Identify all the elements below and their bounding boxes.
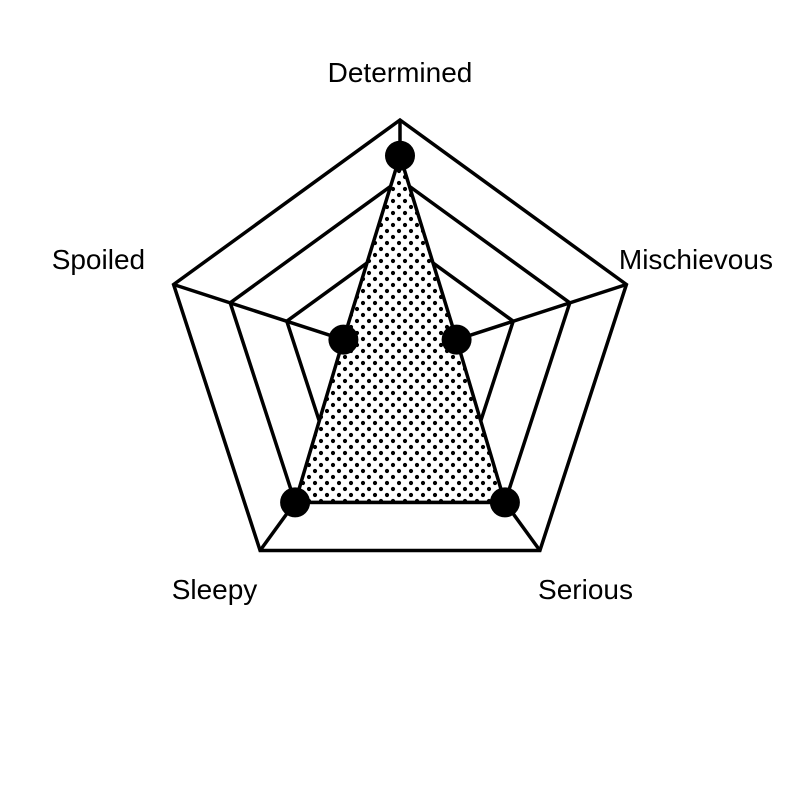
marker-determined — [385, 140, 415, 171]
marker-sleepy — [280, 487, 311, 518]
axis-label-serious: Serious — [538, 574, 633, 605]
radar-series — [292, 149, 508, 505]
axis-label-spoiled: Spoiled — [52, 244, 145, 275]
axis-label-mischievous: Mischievous — [619, 244, 773, 275]
marker-serious — [489, 487, 520, 518]
grid-ring-4 — [171, 117, 629, 553]
axis-label-sleepy: Sleepy — [172, 574, 258, 605]
marker-mischievous — [441, 324, 472, 355]
radar-labels: Determined Mischievous Serious Sleepy Sp… — [52, 57, 773, 605]
series-area — [292, 149, 508, 505]
radar-markers — [280, 140, 520, 518]
marker-spoiled — [328, 324, 359, 355]
axis-label-determined: Determined — [328, 57, 473, 88]
